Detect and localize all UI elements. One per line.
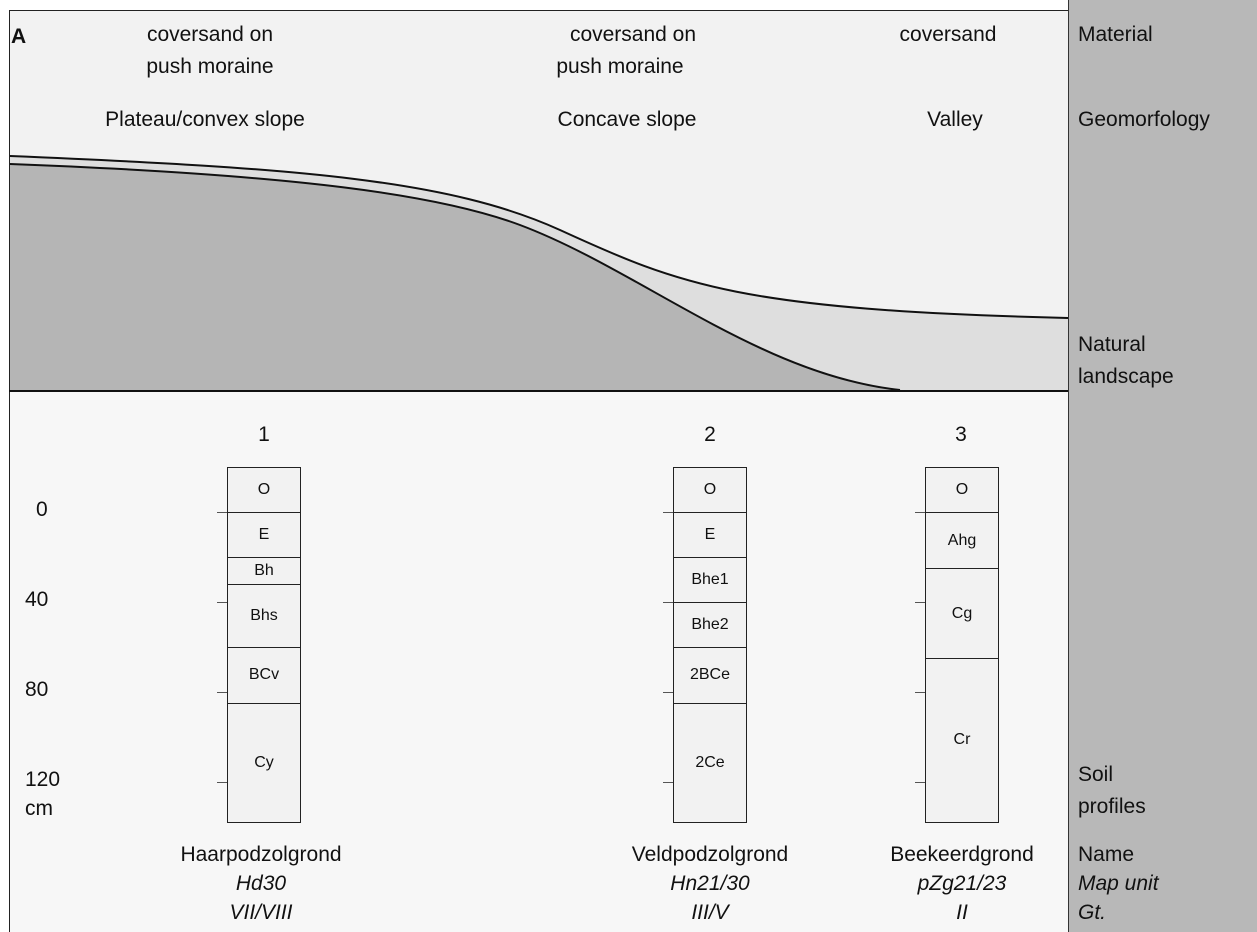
horizon-label: E bbox=[704, 525, 716, 543]
profile-2-horizon: E bbox=[673, 511, 747, 558]
profile-3-gt: II bbox=[956, 901, 968, 924]
profile-2-depth-tick bbox=[663, 601, 673, 603]
profile-1-horizon: BCv bbox=[227, 646, 301, 704]
depth-tick-80: 80 bbox=[25, 678, 49, 701]
profile-3-name: Beekeerdgrond bbox=[890, 843, 1034, 866]
profile-2-horizon: O bbox=[673, 467, 747, 513]
surface-line bbox=[9, 155, 1068, 319]
profile-3-depth-tick bbox=[915, 781, 925, 783]
profile-2-horizon: 2BCe bbox=[673, 646, 747, 704]
zone-3-material-line-1: coversand bbox=[899, 23, 997, 46]
substrate-push-moraine bbox=[10, 164, 900, 390]
profile-2-horizon: Bhe1 bbox=[673, 556, 747, 603]
profile-2-depth-tick bbox=[663, 781, 673, 783]
horizon-label: Cy bbox=[254, 753, 274, 771]
horizon-label: BCv bbox=[248, 666, 280, 684]
horizon-label: 2BCe bbox=[689, 666, 731, 684]
profile-1-horizon: Bhs bbox=[227, 583, 301, 648]
legend-map-unit: Map unit bbox=[1078, 872, 1159, 895]
profile-1-gt: VII/VIII bbox=[229, 901, 293, 924]
legend-natural-landscape-1: Natural bbox=[1078, 333, 1146, 356]
landscape-cross-section bbox=[9, 155, 1068, 392]
profile-3-horizon: Cr bbox=[925, 657, 999, 823]
profile-3-depth-tick bbox=[915, 691, 925, 693]
legend-material: Material bbox=[1078, 23, 1153, 46]
depth-unit: cm bbox=[25, 797, 53, 820]
profile-2-gt: III/V bbox=[691, 901, 729, 924]
zone-2-material-line-1: coversand on bbox=[569, 23, 697, 46]
horizon-label: Ahg bbox=[947, 531, 977, 549]
legend-name: Name bbox=[1078, 843, 1135, 866]
profiles-panel bbox=[9, 391, 1068, 932]
zone-2-material-line-2: push moraine bbox=[556, 55, 684, 78]
profile-1-depth-tick bbox=[217, 781, 227, 783]
profile-2-depth-tick bbox=[663, 691, 673, 693]
horizon-label: Cr bbox=[953, 731, 971, 749]
legend-soil-profiles-2: profiles bbox=[1078, 795, 1146, 818]
legend-column bbox=[1068, 0, 1257, 932]
profile-2-number: 2 bbox=[704, 423, 716, 446]
legend-gt: Gt. bbox=[1078, 901, 1107, 924]
profile-1-horizon: O bbox=[227, 467, 301, 513]
profile-3-horizon: O bbox=[925, 467, 999, 513]
profile-1-depth-tick bbox=[217, 601, 227, 603]
profile-1-name: Haarpodzolgrond bbox=[180, 843, 342, 866]
profile-1-horizon: Bh bbox=[227, 556, 301, 585]
profile-1-number: 1 bbox=[258, 423, 270, 446]
horizon-label: O bbox=[703, 480, 717, 498]
legend-soil-profiles-1: Soil bbox=[1078, 763, 1114, 786]
profile-1-depth-tick bbox=[217, 691, 227, 693]
profile-2-name: Veldpodzolgrond bbox=[631, 843, 789, 866]
depth-tick-40: 40 bbox=[25, 588, 49, 611]
horizon-label: Bhe2 bbox=[691, 615, 729, 633]
profile-1-depth-tick bbox=[217, 511, 227, 513]
zone-1-geomorfology: Plateau/convex slope bbox=[105, 108, 305, 131]
profile-2-horizon: Bhe2 bbox=[673, 601, 747, 648]
legend-natural-landscape-2: landscape bbox=[1078, 365, 1174, 388]
profile-2-map-unit: Hn21/30 bbox=[670, 872, 750, 895]
horizon-label: Bhs bbox=[250, 606, 278, 624]
profile-3-horizon: Cg bbox=[925, 568, 999, 659]
profile-2-depth-tick bbox=[663, 511, 673, 513]
zone-1-material-line-1: coversand on bbox=[146, 23, 274, 46]
horizon-label: Cg bbox=[951, 604, 973, 622]
horizon-label: Bh bbox=[254, 561, 274, 579]
horizon-label: E bbox=[258, 525, 270, 543]
substrate-boundary-line bbox=[9, 163, 901, 391]
legend-geomorfology: Geomorfology bbox=[1078, 108, 1210, 131]
profile-2-horizon: 2Ce bbox=[673, 702, 747, 823]
horizon-label: O bbox=[955, 480, 969, 498]
zone-3-geomorfology: Valley bbox=[927, 108, 983, 131]
profile-3-depth-tick bbox=[915, 511, 925, 513]
depth-tick-120: 120 bbox=[25, 768, 61, 791]
profile-3-number: 3 bbox=[955, 423, 967, 446]
profile-1-map-unit: Hd30 bbox=[235, 872, 287, 895]
panel-label: A bbox=[11, 25, 27, 48]
zone-1-material-line-2: push moraine bbox=[146, 55, 274, 78]
horizon-label: O bbox=[257, 480, 271, 498]
horizon-label: 2Ce bbox=[695, 753, 725, 771]
profile-1-horizon: E bbox=[227, 511, 301, 558]
profile-3-depth-tick bbox=[915, 601, 925, 603]
depth-tick-0: 0 bbox=[36, 498, 48, 521]
horizon-label: Bhe1 bbox=[691, 570, 729, 588]
profile-3-horizon: Ahg bbox=[925, 511, 999, 570]
profile-3-map-unit: pZg21/23 bbox=[917, 872, 1007, 895]
zone-2-geomorfology: Concave slope bbox=[557, 108, 697, 131]
profile-1-horizon: Cy bbox=[227, 702, 301, 823]
